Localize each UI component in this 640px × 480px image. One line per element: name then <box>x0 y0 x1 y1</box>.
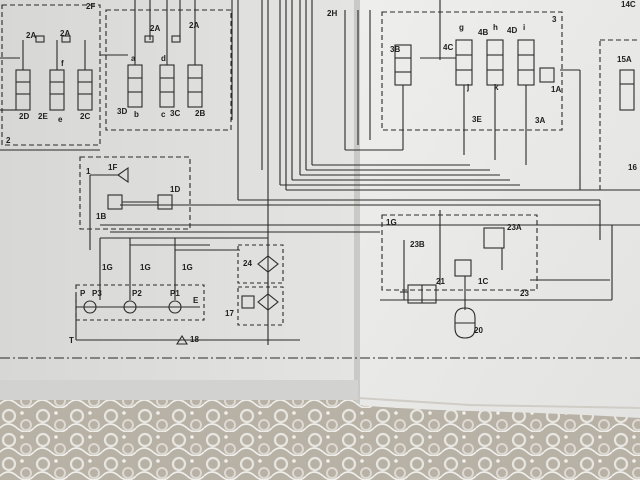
label-d: d <box>161 54 166 63</box>
label-t: T <box>69 336 74 345</box>
label-p1: P1 <box>170 289 180 298</box>
label-p: P <box>80 289 86 298</box>
label-1b: 1B <box>96 212 106 221</box>
label-14c: 14C <box>621 0 636 9</box>
label-2a-left-1: 2A <box>26 31 36 40</box>
label-23a: 23A <box>507 223 522 232</box>
label-1a: 1A <box>551 85 561 94</box>
label-p3: P3 <box>92 289 102 298</box>
label-group-1: 1 <box>86 167 91 176</box>
label-15a: 15A <box>617 55 632 64</box>
label-3b: 3B <box>390 45 400 54</box>
label-e-port: E <box>193 296 199 305</box>
label-23: 23 <box>520 289 529 298</box>
label-1c: 1C <box>478 277 488 286</box>
label-1d: 1D <box>170 185 180 194</box>
label-2a-left-2: 2A <box>60 29 70 38</box>
label-g: g <box>459 23 464 32</box>
left-paper-sheet <box>0 0 358 398</box>
label-group-3: 3 <box>552 15 557 24</box>
label-2a-mid-1: 2A <box>150 24 160 33</box>
label-3a: 3A <box>535 116 545 125</box>
label-j: j <box>466 83 469 92</box>
label-24: 24 <box>243 259 252 268</box>
paper-fold-shadow <box>354 0 360 405</box>
label-f: f <box>61 59 64 68</box>
label-2a-mid-2: 2A <box>189 21 199 30</box>
label-2h: 2H <box>327 9 337 18</box>
label-18: 18 <box>190 335 199 344</box>
label-20: 20 <box>474 326 483 335</box>
label-4d: 4D <box>507 26 517 35</box>
label-2f: 2F <box>86 2 95 11</box>
label-1g-a: 1G <box>102 263 113 272</box>
label-e: e <box>58 115 63 124</box>
label-k: k <box>494 83 499 92</box>
label-2e: 2E <box>38 112 48 121</box>
label-h: h <box>493 23 498 32</box>
hydraulic-schematic-lines <box>0 0 640 359</box>
label-16: 16 <box>628 163 637 172</box>
label-21: 21 <box>436 277 445 286</box>
page-bottom-strip <box>0 380 358 400</box>
label-b: b <box>134 110 139 119</box>
label-c: c <box>161 110 166 119</box>
label-1g-b: 1G <box>140 263 151 272</box>
label-1g-c: 1G <box>182 263 193 272</box>
label-i: i <box>523 23 525 32</box>
label-3d: 3D <box>117 107 127 116</box>
label-1g-d: 1G <box>386 218 397 227</box>
label-a: a <box>131 54 136 63</box>
label-1f: 1F <box>108 163 117 172</box>
label-17: 17 <box>225 309 234 318</box>
label-group-2: 2 <box>6 136 11 145</box>
label-2b: 2B <box>195 109 205 118</box>
schematic-labels: 2F 2A 2A 2A 2A a d f e b c 2D 2E 2C 3D 3… <box>6 0 637 345</box>
label-p2: P2 <box>132 289 142 298</box>
label-23b: 23B <box>410 240 425 249</box>
label-2d: 2D <box>19 112 29 121</box>
label-2c: 2C <box>80 112 90 121</box>
right-paper-sheet <box>358 0 640 418</box>
label-3c: 3C <box>170 109 180 118</box>
label-4b: 4B <box>478 28 488 37</box>
label-4c: 4C <box>443 43 453 52</box>
label-3e: 3E <box>472 115 482 124</box>
